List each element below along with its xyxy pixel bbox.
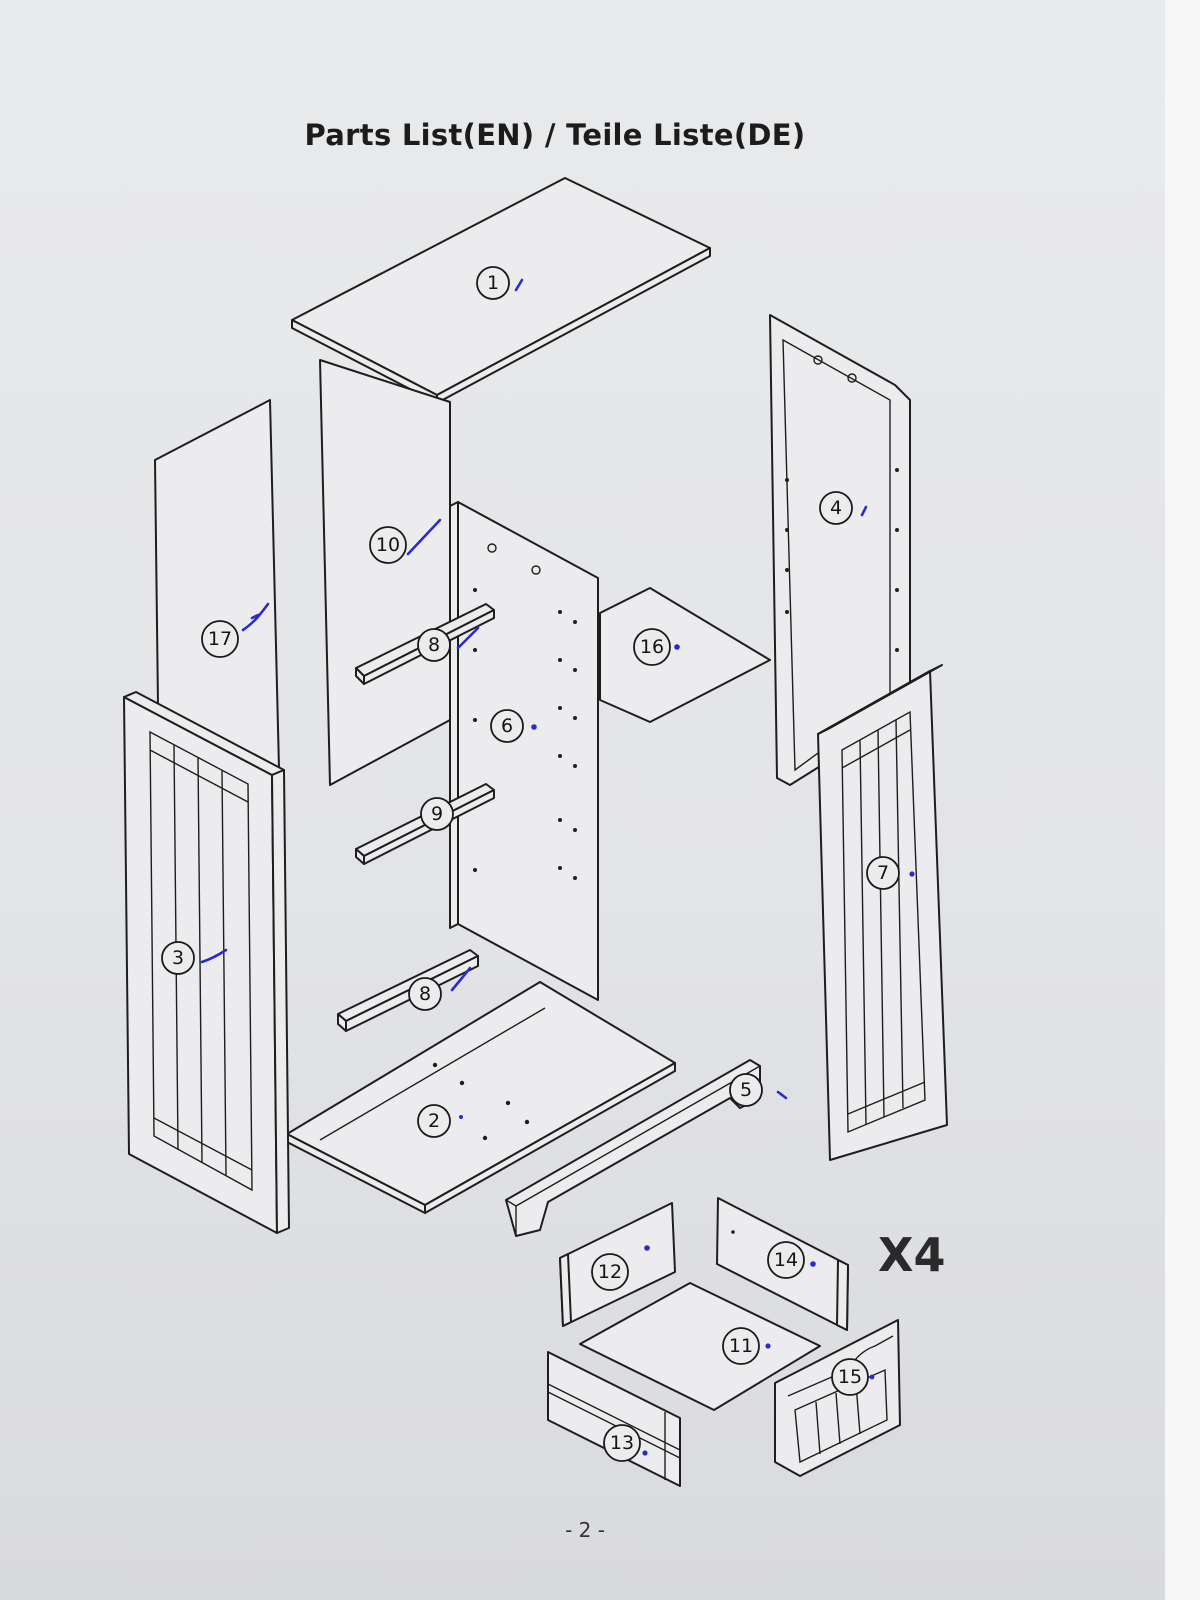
svg-text:9: 9	[431, 803, 443, 825]
svg-text:10: 10	[376, 534, 400, 556]
callout-2: 2	[417, 1104, 451, 1138]
svg-text:1: 1	[487, 272, 499, 294]
page-number: - 2 -	[565, 1518, 605, 1542]
background-surface	[1165, 0, 1200, 1600]
callout-11: 11	[722, 1327, 760, 1365]
callout-16: 16	[633, 628, 671, 666]
svg-text:8: 8	[428, 634, 440, 656]
callout-15: 15	[831, 1358, 869, 1396]
part-8-rail-lower	[337, 949, 479, 1032]
callout-13: 13	[603, 1424, 641, 1462]
callout-9: 9	[420, 797, 454, 831]
svg-text:16: 16	[640, 636, 664, 658]
callout-4: 4	[819, 491, 853, 525]
svg-text:5: 5	[740, 1079, 752, 1101]
part-10-back-panel	[319, 359, 451, 786]
quantity-multiplier: X4	[878, 1228, 946, 1282]
svg-text:8: 8	[419, 983, 431, 1005]
part-16-shelf	[599, 587, 771, 723]
part-2-bottom-panel	[286, 981, 676, 1214]
svg-text:6: 6	[501, 715, 513, 737]
callout-1: 1	[476, 266, 510, 300]
part-11-drawer-bottom	[579, 1282, 821, 1411]
callout-14: 14	[767, 1241, 805, 1279]
part-15-drawer-front	[774, 1319, 901, 1477]
callout-8-lower: 8	[408, 977, 442, 1011]
svg-text:14: 14	[774, 1249, 798, 1271]
svg-text:7: 7	[877, 862, 889, 884]
part-3-left-door	[123, 691, 290, 1234]
svg-text:4: 4	[830, 497, 842, 519]
callout-5: 5	[729, 1073, 763, 1107]
callout-12: 12	[591, 1253, 629, 1291]
callout-17: 17	[201, 620, 239, 658]
svg-text:15: 15	[838, 1366, 862, 1388]
part-6-center-divider	[449, 501, 599, 1001]
callout-3: 3	[161, 941, 195, 975]
page-title: Parts List(EN) / Teile Liste(DE)	[304, 118, 806, 152]
part-5-plinth-rail	[505, 1059, 761, 1237]
callout-10: 10	[369, 526, 407, 564]
handwritten-check-marks	[200, 278, 915, 1456]
part-7-right-door	[817, 664, 948, 1161]
svg-text:12: 12	[598, 1261, 622, 1283]
callout-8-upper: 8	[417, 628, 451, 662]
svg-text:11: 11	[729, 1335, 753, 1357]
callout-6: 6	[490, 709, 524, 743]
svg-text:2: 2	[428, 1110, 440, 1132]
svg-text:17: 17	[208, 628, 232, 650]
callout-7: 7	[866, 856, 900, 890]
svg-text:3: 3	[172, 947, 184, 969]
svg-text:13: 13	[610, 1432, 634, 1454]
